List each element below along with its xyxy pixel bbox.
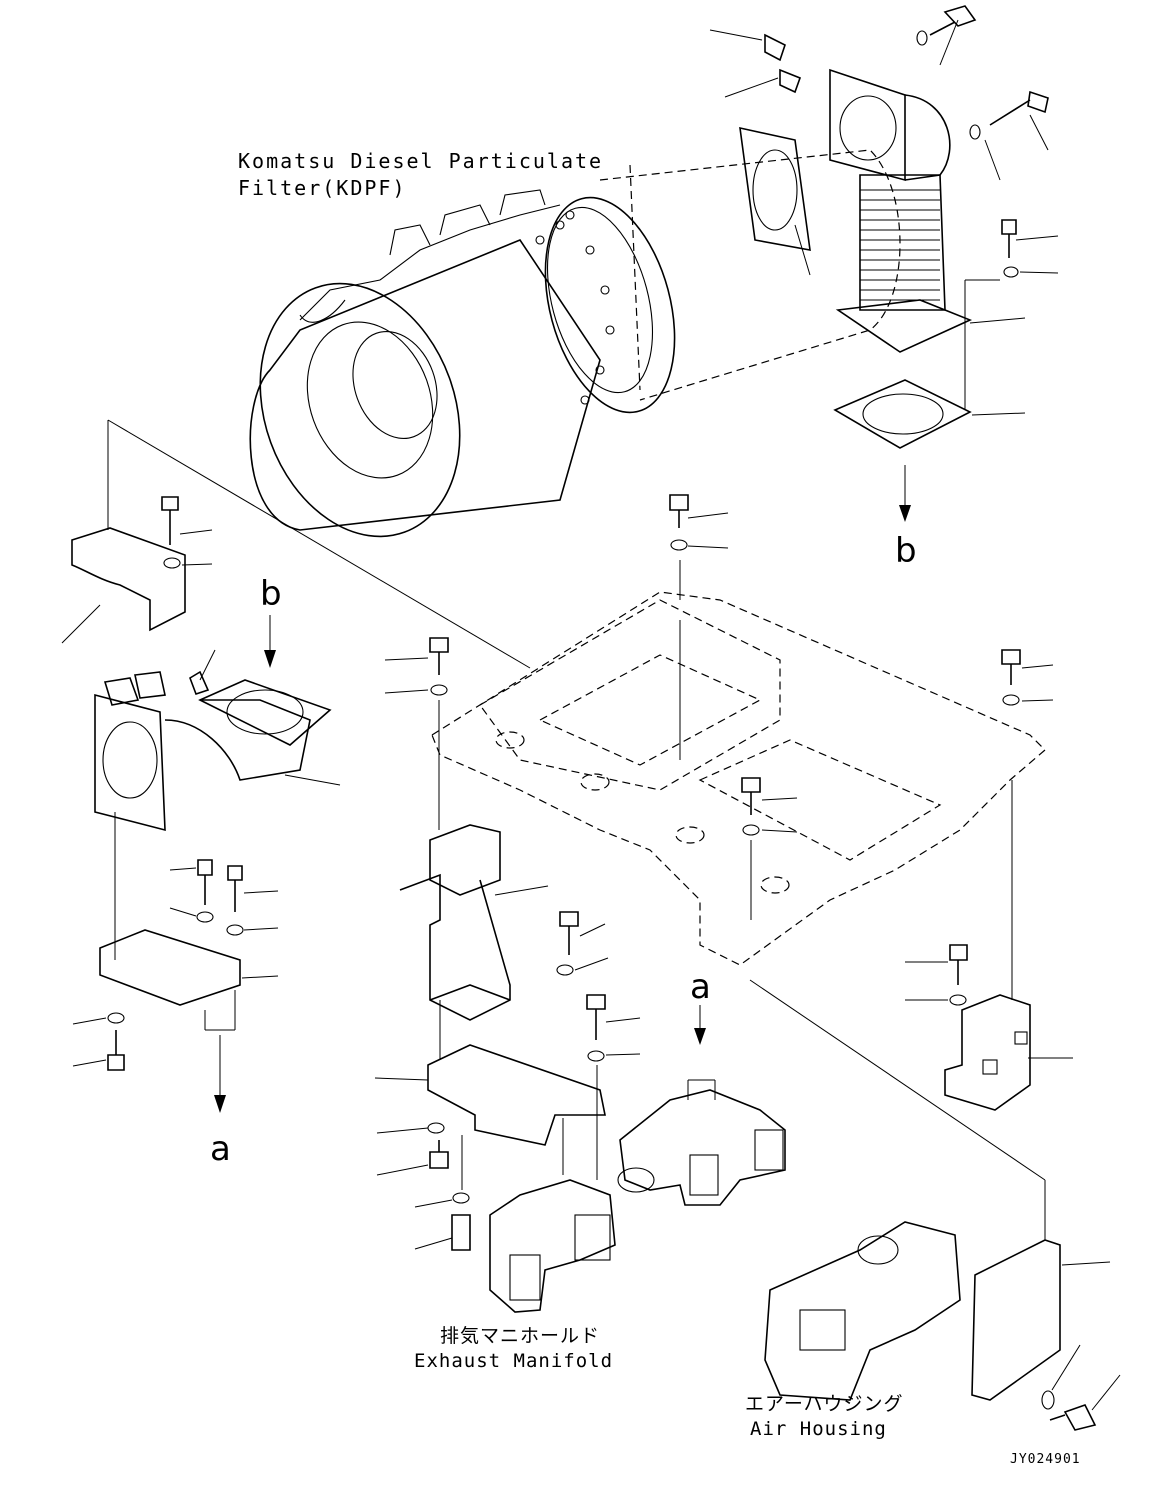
exhaust-manifold xyxy=(489,1005,786,1313)
exhaust-manifold-label-jp: 排気マニホールド xyxy=(440,1325,600,1347)
marker-a-center: a xyxy=(690,967,711,1007)
marker-a-left: a xyxy=(210,1129,231,1169)
drawing-code: JY024901 xyxy=(1010,1452,1081,1467)
elbow-bellows xyxy=(709,5,1059,522)
central-pedestal xyxy=(374,824,641,1251)
frame-plate xyxy=(107,419,1054,1181)
kdpf-filter xyxy=(249,149,901,538)
left-bracket-elbow xyxy=(61,420,341,1113)
air-housing-label-en: Air Housing xyxy=(750,1418,887,1440)
marker-b-top: b xyxy=(895,531,917,571)
exhaust-manifold-label-en: Exhaust Manifold xyxy=(414,1350,613,1372)
kdpf-label-line1: Komatsu Diesel Particulate xyxy=(238,149,603,173)
marker-b-left: b xyxy=(260,574,282,614)
kdpf-label-line2: Filter(KDPF) xyxy=(238,176,407,200)
air-housing-assembly xyxy=(764,780,1121,1431)
air-housing-label-jp: エアーハウジング xyxy=(745,1393,903,1415)
